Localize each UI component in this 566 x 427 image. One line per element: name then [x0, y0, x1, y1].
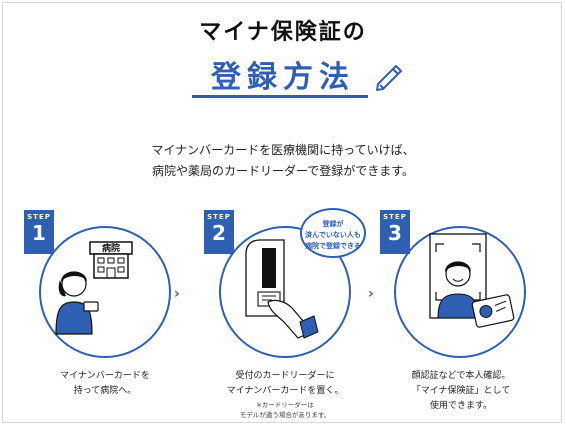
card-reader-icon: [245, 239, 319, 339]
step3-caption-line2: 「マイナ保険証」として: [411, 386, 511, 396]
step2-caption: 受付のカードリーダーに マイナンバーカードを置く。: [200, 369, 370, 399]
step1-caption-line2: 持って病院へ。: [73, 386, 137, 396]
step2-caption-line1: 受付のカードリーダーに: [235, 371, 335, 381]
step2-tab: STEP 2: [204, 210, 234, 254]
step3-caption-line3: 使用できます。: [429, 401, 493, 411]
step2-number: 2: [212, 221, 226, 245]
title-line2: 登録方法: [211, 60, 355, 95]
step2-note-line1: ※カードリーダーは: [256, 401, 314, 409]
speech-bubble: 登録が 済んでいない人も 病院で登録できる: [300, 208, 366, 258]
bubble-line1: 登録が: [322, 220, 344, 228]
bubble-line2: 済んでいない人も: [305, 231, 361, 239]
face-recognition-icon: [429, 233, 515, 328]
page-frame: [2, 2, 562, 423]
step1-number: 1: [32, 221, 46, 245]
step3-caption-line1: 顔認証などで本人確認。: [411, 371, 511, 381]
hospital-icon: [89, 241, 133, 279]
chevron-right-icon: ›: [368, 286, 374, 302]
chevron-right-icon: ›: [174, 286, 180, 302]
step2-note-line2: モデルが違う場合があります。: [239, 411, 331, 419]
step1-tab: STEP 1: [24, 210, 54, 254]
pencil-icon: [376, 65, 402, 91]
lead-line1: マイナンバーカードを医療機関に持っていけば、: [151, 143, 415, 157]
bubble-line3: 病院で登録できる: [305, 242, 361, 250]
step1-label: STEP: [27, 213, 51, 221]
step2-label: STEP: [207, 213, 231, 221]
step1-caption: マイナンバーカードを 持って病院へ。: [20, 369, 190, 399]
step2-caption-line2: マイナンバーカードを置く。: [226, 386, 344, 396]
lead-line2: 病院や薬局のカードリーダーで登録ができます。: [151, 164, 415, 178]
step3-caption: 顔認証などで本人確認。 「マイナ保険証」として 使用できます。: [376, 369, 546, 414]
person-icon: [55, 271, 99, 335]
hospital-sign: 病院: [101, 244, 120, 254]
step1-caption-line1: マイナンバーカードを: [60, 371, 150, 381]
title-line1: マイナ保険証の: [199, 20, 367, 45]
step3-tab: STEP 3: [380, 210, 410, 254]
step3-label: STEP: [383, 213, 407, 221]
step3-number: 3: [388, 221, 402, 245]
title-underline: [192, 95, 368, 98]
step2-note: ※カードリーダーは モデルが違う場合があります。: [200, 400, 370, 420]
